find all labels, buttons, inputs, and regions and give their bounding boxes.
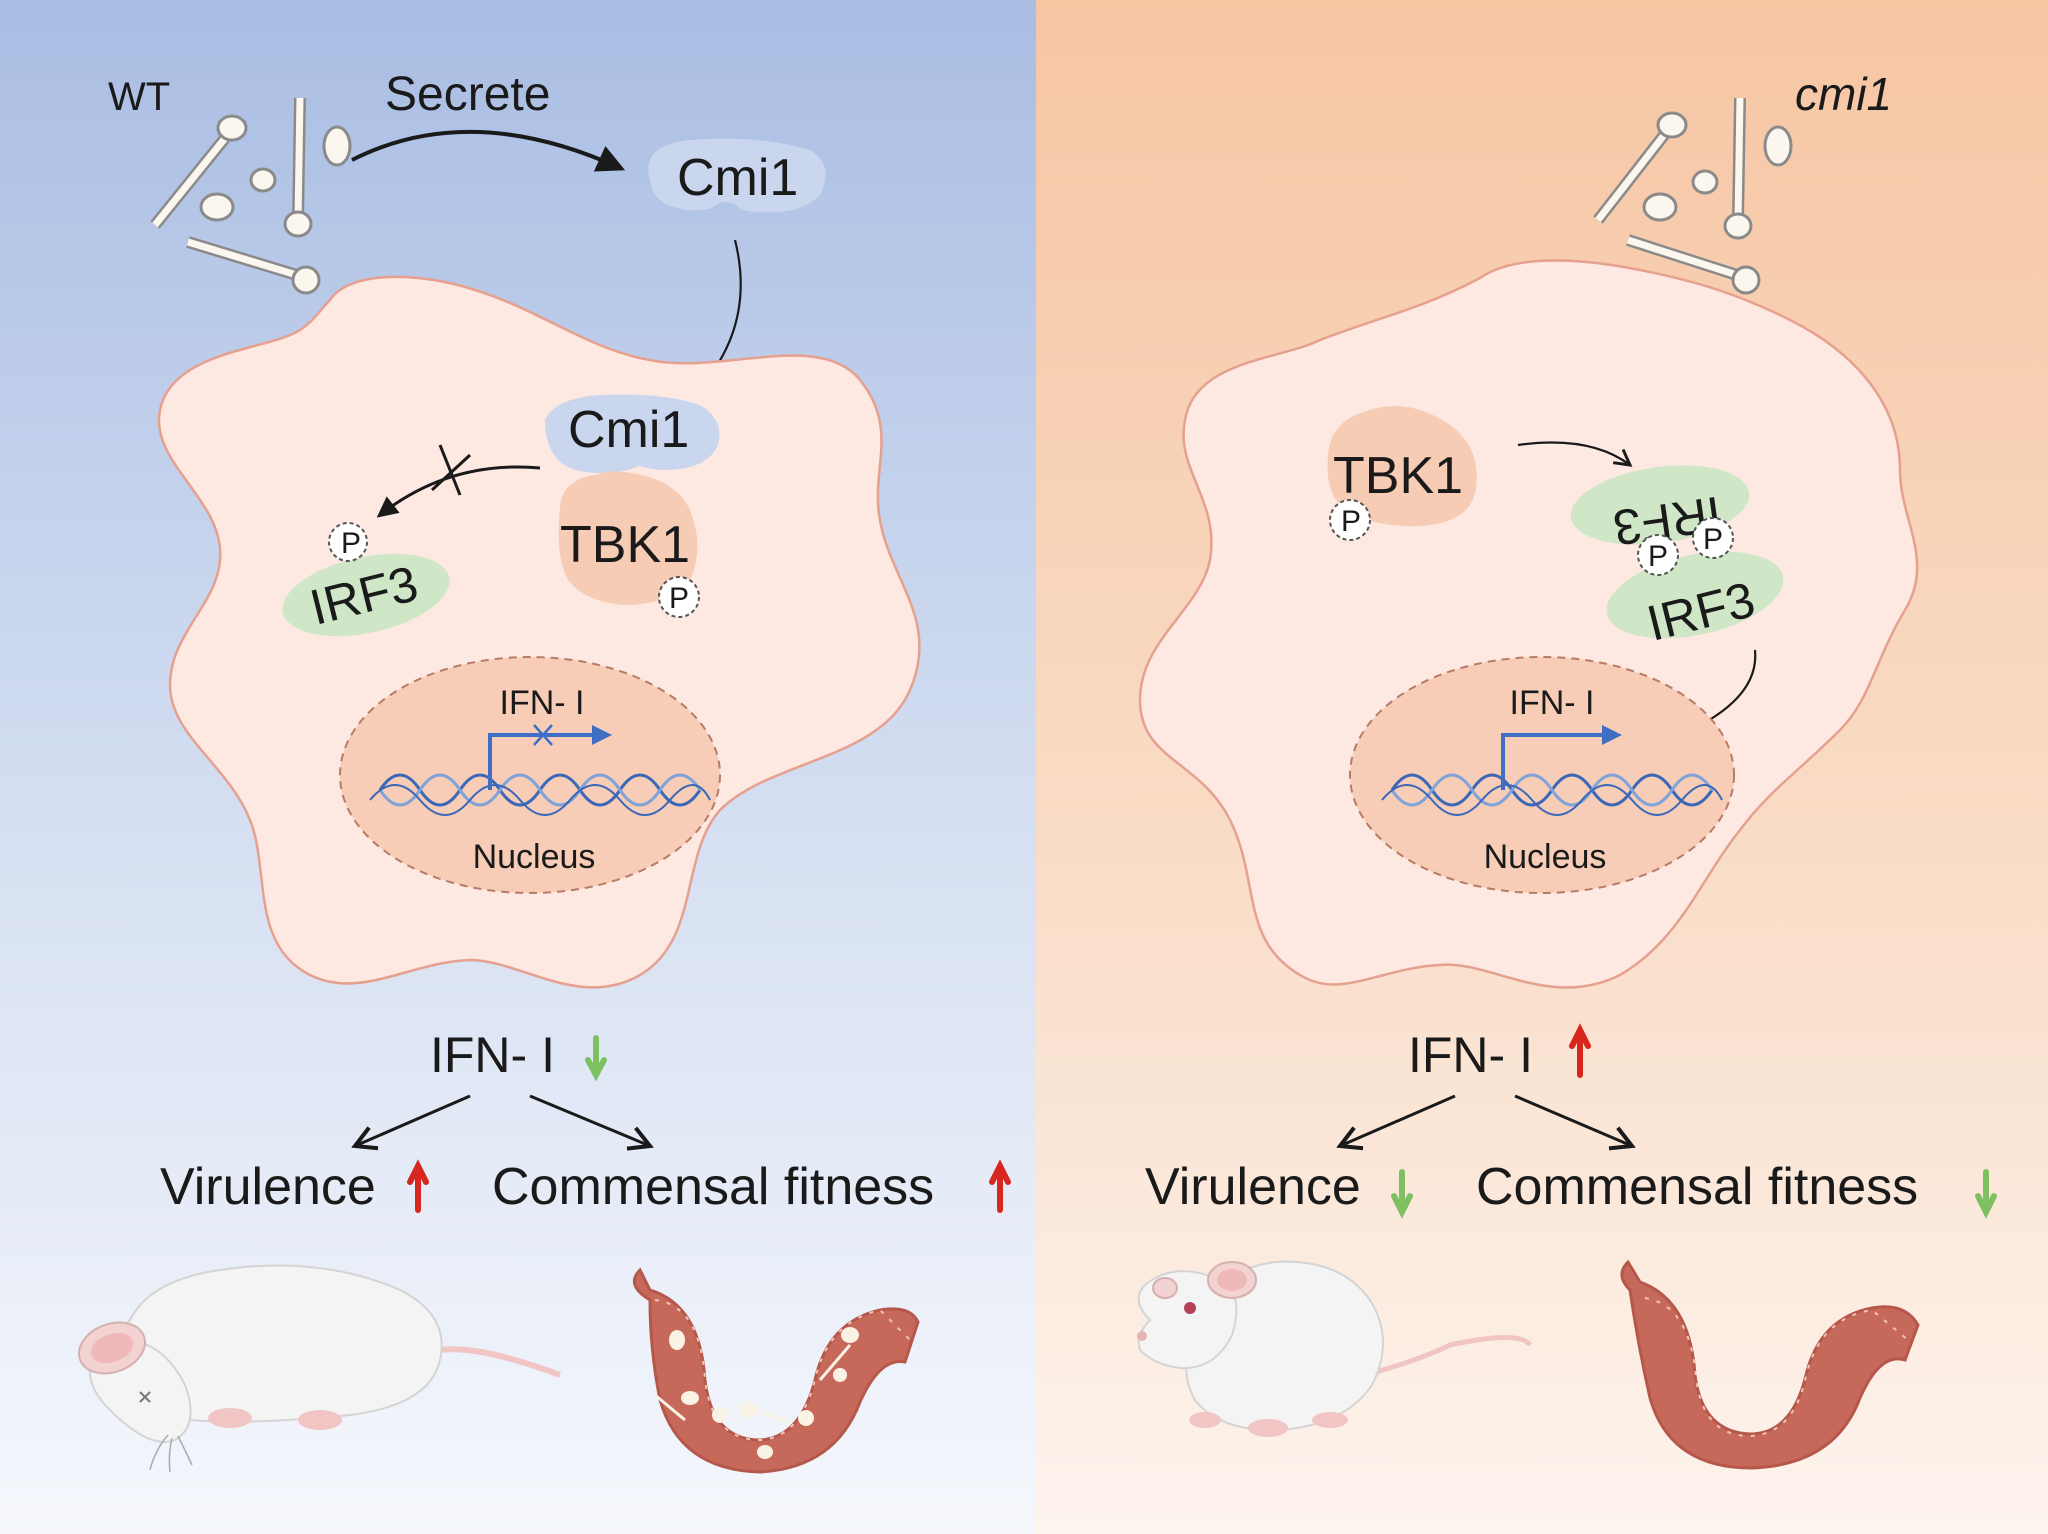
gene-arrow-right <box>1501 725 1622 790</box>
commensal-down-arrow-right <box>1975 1169 1997 1219</box>
branch-arrow-left-b <box>529 1094 654 1151</box>
cmi1-secreted-label: Cmi1 <box>677 149 798 207</box>
gene-label-right: IFN- I <box>1510 684 1595 722</box>
virulence-label-left: Virulence <box>160 1158 376 1216</box>
phospho-irf3-right-b-label: P <box>1703 523 1723 556</box>
secrete-label: Secrete <box>385 68 550 121</box>
phospho-irf3-left <box>328 522 368 562</box>
healthy-mouse-icon <box>1137 1260 1533 1437</box>
branch-arrow-left-a <box>351 1094 471 1151</box>
ifn-down-arrow-left <box>585 1035 607 1082</box>
nucleus-left <box>339 656 721 894</box>
wt-label: WT <box>108 75 170 119</box>
activation-arrow-right <box>1517 441 1633 467</box>
dna-helix-right <box>1381 773 1723 816</box>
sick-mouse-icon <box>78 1264 562 1473</box>
virulence-label-right: Virulence <box>1145 1158 1361 1216</box>
block-cross-b <box>430 453 472 492</box>
branch-arrow-right-a <box>1336 1094 1456 1151</box>
right-panel: cmi1 TBK1 P IRF3 IRF3 P <box>1137 68 1997 1470</box>
virulence-down-arrow-right <box>1391 1169 1413 1219</box>
block-cross-a <box>438 444 462 496</box>
phospho-tbk1-left <box>658 576 700 618</box>
phospho-irf3-left-label: P <box>341 527 361 560</box>
clean-gut-icon <box>1620 1259 1920 1470</box>
phospho-tbk1-right-label: P <box>1341 505 1361 538</box>
cmi1-secreted-shape <box>648 138 826 213</box>
ifn-up-arrow-right <box>1569 1023 1591 1078</box>
ifn-result-left: IFN- I <box>430 1027 555 1083</box>
phospho-irf3-right-a <box>1637 534 1679 576</box>
colonized-gut-icon <box>632 1267 920 1474</box>
commensal-label-right: Commensal fitness <box>1476 1158 1918 1216</box>
tbk1-shape-left <box>558 471 698 605</box>
cmi1-bound-shape <box>545 394 720 473</box>
gene-label-left: IFN- I <box>500 684 585 722</box>
blocked-arrow <box>376 465 541 518</box>
phospho-tbk1-left-label: P <box>669 582 689 615</box>
phospho-irf3-right-b <box>1692 517 1734 559</box>
left-panel: WT Secrete Cmi1 Cmi1 TBK1 <box>78 68 1011 1474</box>
virulence-up-arrow-left <box>407 1159 429 1213</box>
ifn-result-right: IFN- I <box>1408 1027 1533 1083</box>
tbk1-label-left: TBK1 <box>560 516 690 574</box>
nucleus-label-right: Nucleus <box>1484 838 1607 876</box>
gene-block-b <box>533 724 553 746</box>
branch-arrow-right-b <box>1514 1094 1636 1151</box>
tbk1-shape-right <box>1327 406 1477 527</box>
secrete-arrow <box>351 129 626 172</box>
cmi1-bound-label: Cmi1 <box>568 401 689 459</box>
nucleus-right <box>1349 656 1735 894</box>
phospho-irf3-right-a-label: P <box>1648 540 1668 573</box>
dna-helix-left <box>369 773 711 816</box>
commensal-up-arrow-left <box>989 1159 1011 1213</box>
commensal-label-left: Commensal fitness <box>492 1158 934 1216</box>
irf3-shape-left <box>282 553 450 637</box>
tbk1-label-right: TBK1 <box>1333 447 1463 505</box>
gene-arrow-left <box>488 725 612 790</box>
nucleus-label-left: Nucleus <box>473 838 596 876</box>
fungi-cluster-wt-icon <box>150 97 352 295</box>
phospho-tbk1-right <box>1329 499 1371 541</box>
cmi1-mutant-label: cmi1 <box>1795 68 1892 120</box>
fungi-cluster-mutant-icon <box>1593 97 1793 295</box>
